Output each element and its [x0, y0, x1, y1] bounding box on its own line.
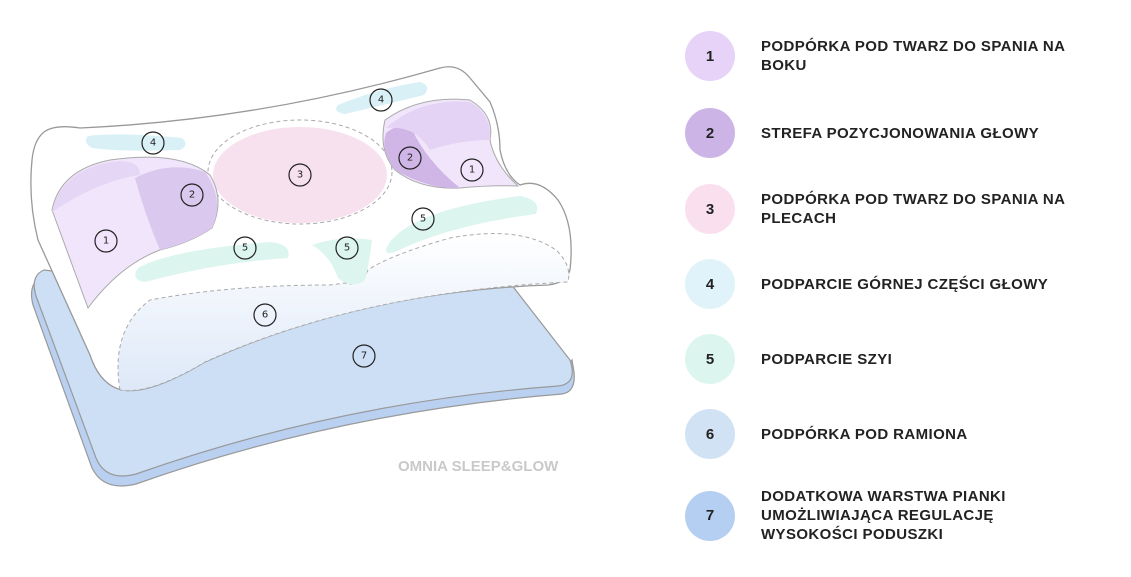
svg-text:5: 5: [420, 214, 426, 225]
svg-text:2: 2: [189, 190, 195, 201]
legend-item: 5 PODPARCIE SZYI: [685, 334, 1101, 384]
zone-6: [117, 233, 570, 392]
legend-badge: 4: [685, 259, 735, 309]
zone-number-5-center: 5: [335, 236, 359, 260]
legend-label: STREFA POZYCJONOWANIA GŁOWY: [761, 124, 1040, 142]
zone-number-6: 6: [253, 303, 277, 327]
pillow-diagram: 1 1 2 2 3 4 4 5 5 5 6 7: [30, 66, 575, 487]
zone-4-right: [336, 82, 428, 114]
zone-number-4-right: 4: [369, 88, 393, 112]
svg-text:2: 2: [407, 153, 413, 164]
svg-text:6: 6: [262, 310, 268, 321]
legend-item: 4 PODPARCIE GÓRNEJ CZĘŚCI GŁOWY: [685, 259, 1101, 309]
svg-text:1: 1: [469, 165, 475, 176]
svg-text:1: 1: [103, 236, 109, 247]
zone-1-top-left: [52, 161, 140, 212]
svg-text:7: 7: [361, 351, 367, 362]
zone-5-center: [312, 238, 372, 285]
legend-badge: 1: [685, 31, 735, 81]
svg-text:3: 3: [297, 170, 303, 181]
legend-item: 1 PODPÓRKA POD TWARZ DO SPANIA NA BOKU: [685, 31, 1101, 81]
zone-number-5-left: 5: [233, 236, 257, 260]
legend-badge: 7: [685, 490, 735, 541]
zone-number-2-left: 2: [180, 183, 204, 207]
legend-label: DODATKOWA WARSTWA PIANKI UMOŻLIWIAJĄCA R…: [761, 488, 1006, 543]
zone-2-right: [384, 125, 460, 189]
zone-number-1-right: 1: [460, 158, 484, 182]
zone-2-left: [135, 167, 218, 250]
legend-item: 2 STREFA POZYCJONOWANIA GŁOWY: [685, 108, 1101, 158]
legend-badge: 5: [685, 334, 735, 384]
zone-3: [213, 127, 387, 223]
zone-4-left: [85, 134, 186, 151]
legend-label: PODPARCIE GÓRNEJ CZĘŚCI GŁOWY: [761, 275, 1049, 293]
legend-badge: 2: [685, 108, 735, 158]
legend-item: 6 PODPÓRKA POD RAMIONA: [685, 409, 1101, 459]
legend-item: 3 PODPÓRKA POD TWARZ DO SPANIA NA PLECAC…: [685, 184, 1101, 234]
legend-badge: 3: [685, 184, 735, 234]
zone-number-7: 7: [352, 344, 376, 368]
legend-item: 7 DODATKOWA WARSTWA PIANKI UMOŻLIWIAJĄCA…: [685, 487, 1031, 544]
zone-number-5-right: 5: [411, 207, 435, 231]
zone-3-dashed: [207, 119, 393, 225]
zone-number-1-left: 1: [94, 229, 118, 253]
zone-5-right: [386, 196, 538, 254]
brand-watermark: OMNIA SLEEP&GLOW: [398, 458, 559, 475]
svg-text:5: 5: [344, 243, 350, 254]
zone-number-4-left: 4: [141, 131, 165, 155]
zone-number-3: 3: [288, 163, 312, 187]
zone-1-top-right: [386, 101, 491, 150]
legend-label: PODPÓRKA POD TWARZ DO SPANIA NA PLECACH: [761, 191, 1065, 227]
svg-text:4: 4: [150, 138, 156, 149]
zone-number-2-right: 2: [398, 146, 422, 170]
legend-label: PODPARCIE SZYI: [761, 350, 893, 368]
legend-label: PODPÓRKA POD RAMIONA: [761, 425, 968, 443]
svg-text:4: 4: [378, 95, 384, 106]
svg-text:5: 5: [242, 243, 248, 254]
legend-badge: 6: [685, 409, 735, 459]
legend-label: PODPÓRKA POD TWARZ DO SPANIA NA BOKU: [761, 38, 1065, 74]
zone-5-left: [135, 242, 289, 282]
